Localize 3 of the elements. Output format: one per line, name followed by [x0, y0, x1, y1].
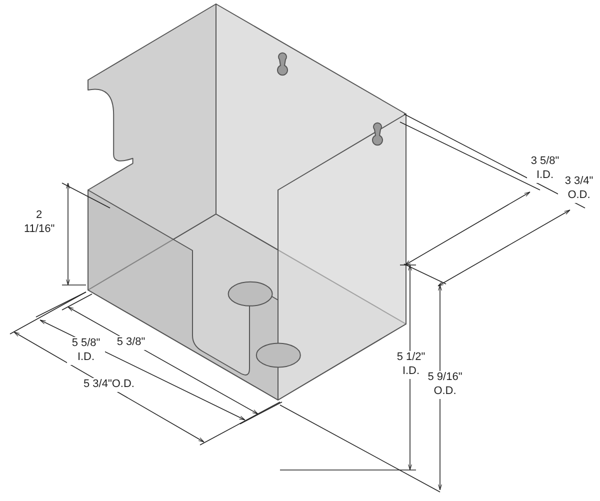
dimension-label: 5 1/2" I.D.: [394, 351, 428, 378]
dimension-label: 5 5/8" I.D.: [67, 337, 105, 364]
dimension-label: 5 3/8": [114, 336, 148, 350]
